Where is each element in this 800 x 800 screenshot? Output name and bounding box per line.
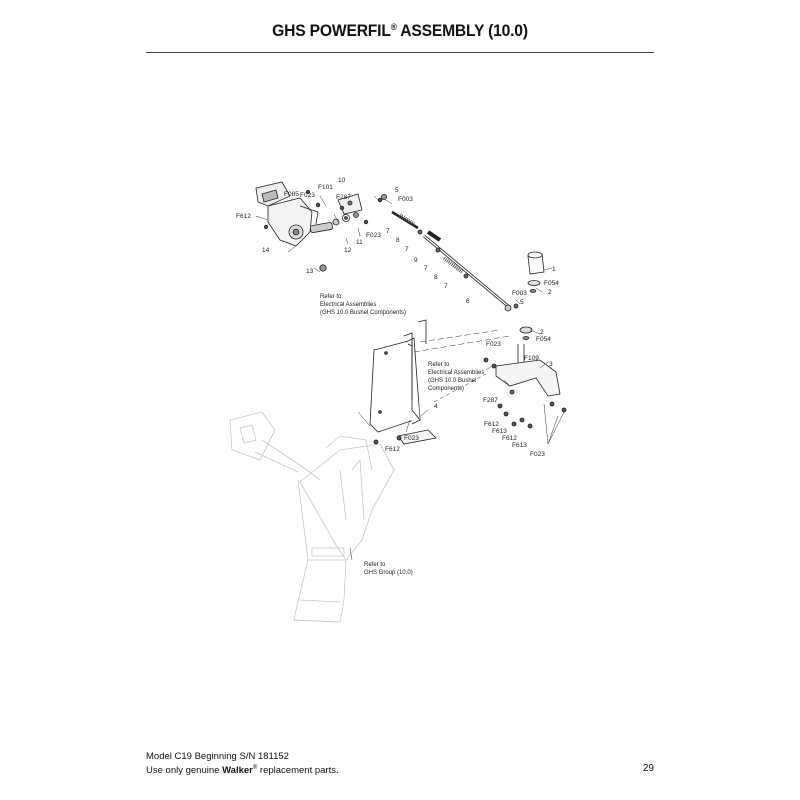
- callout-f003: F003: [512, 290, 527, 297]
- footer-registered-mark: ®: [252, 764, 258, 771]
- callout-f054: F054: [544, 280, 559, 287]
- note-line: (GHS 10.0 Bushel Components): [320, 310, 406, 316]
- note-line: Components): [428, 386, 464, 392]
- callout-f023: F023: [404, 435, 419, 442]
- callout-f109: F109: [524, 355, 539, 362]
- callout-f287: F287: [483, 397, 498, 404]
- note-line: Electrical Assemblies: [320, 302, 376, 308]
- callout-f612: F612: [502, 435, 517, 442]
- callout-2: 2: [548, 289, 552, 296]
- note-line: (GHS 10.0 Bushel: [428, 378, 476, 384]
- footer: Model C19 Beginning S/N 181152 Use only …: [146, 751, 339, 777]
- control-post: [483, 251, 567, 429]
- title-main: GHS POWERFIL: [272, 21, 391, 40]
- page-number: 29: [642, 763, 654, 774]
- callout-14: 14: [262, 247, 270, 254]
- callout-f054: F054: [536, 336, 551, 343]
- callout-13: 13: [306, 268, 314, 275]
- callout-f613: F613: [512, 442, 527, 449]
- callout-7: 7: [444, 283, 448, 290]
- callout-8: 8: [396, 237, 400, 244]
- note-line: Electrical Assemblies: [428, 370, 484, 376]
- callout-f003: F003: [398, 196, 413, 203]
- reference-notes: Refer to Electrical Assemblies (GHS 10.0…: [320, 294, 484, 576]
- header-rule: [146, 52, 654, 53]
- callout-f287: F287: [336, 194, 351, 201]
- callout-f085: F085: [284, 191, 299, 198]
- note-line: GHS Group (10.0): [364, 570, 413, 576]
- footer-brand: Walker: [222, 764, 253, 776]
- callout-f023: F023: [530, 451, 545, 458]
- ghost-chute-assembly: [229, 411, 395, 623]
- callout-3: 3: [549, 361, 553, 368]
- callout-f613: F613: [492, 428, 507, 435]
- footer-text: Use only genuine: [146, 764, 223, 776]
- title-rest: ASSEMBLY (10.0): [396, 21, 528, 40]
- callout-7: 7: [405, 246, 409, 253]
- footer-model-line: Model C19 Beginning S/N 181152: [146, 751, 289, 762]
- callout-f023: F023: [366, 232, 381, 239]
- callout-8: 8: [434, 274, 438, 281]
- callout-1: 1: [552, 266, 556, 273]
- note-line: Refer to: [364, 562, 386, 568]
- callout-f101: F101: [318, 184, 333, 191]
- callout-6: 6: [466, 298, 470, 305]
- callout-7: 7: [424, 265, 428, 272]
- title-registered-mark: ®: [390, 22, 397, 32]
- callout-10: 10: [338, 177, 346, 184]
- callout-labels: F085 F023 F101 10 5 F287 F003 F612 14 13…: [236, 177, 559, 458]
- leader-lines: [255, 195, 565, 561]
- motor-drive: [255, 181, 387, 272]
- callout-12: 12: [344, 247, 352, 254]
- callout-4: 4: [434, 403, 438, 410]
- note-line: Refer to: [428, 362, 450, 368]
- callout-f023: F023: [300, 192, 315, 199]
- footer-text: replacement parts.: [257, 764, 339, 776]
- callout-5: 5: [395, 187, 399, 194]
- callout-9: 9: [414, 257, 418, 264]
- callout-2: 2: [540, 329, 544, 336]
- footer-parts-line: Use only genuine Walker® replacement par…: [146, 763, 339, 777]
- page-title: GHS POWERFIL® ASSEMBLY (10.0): [32, 21, 768, 41]
- bracket-plate: [369, 319, 437, 445]
- actuator-rods: [391, 210, 519, 312]
- note-line: Refer to: [320, 294, 342, 300]
- callout-f612: F612: [484, 421, 499, 428]
- callout-7: 7: [386, 228, 390, 235]
- callout-f023: F023: [486, 341, 501, 348]
- callout-f612: F612: [385, 446, 400, 453]
- callout-5: 5: [520, 299, 524, 306]
- callout-11: 11: [356, 239, 363, 246]
- callout-f612: F612: [236, 213, 251, 220]
